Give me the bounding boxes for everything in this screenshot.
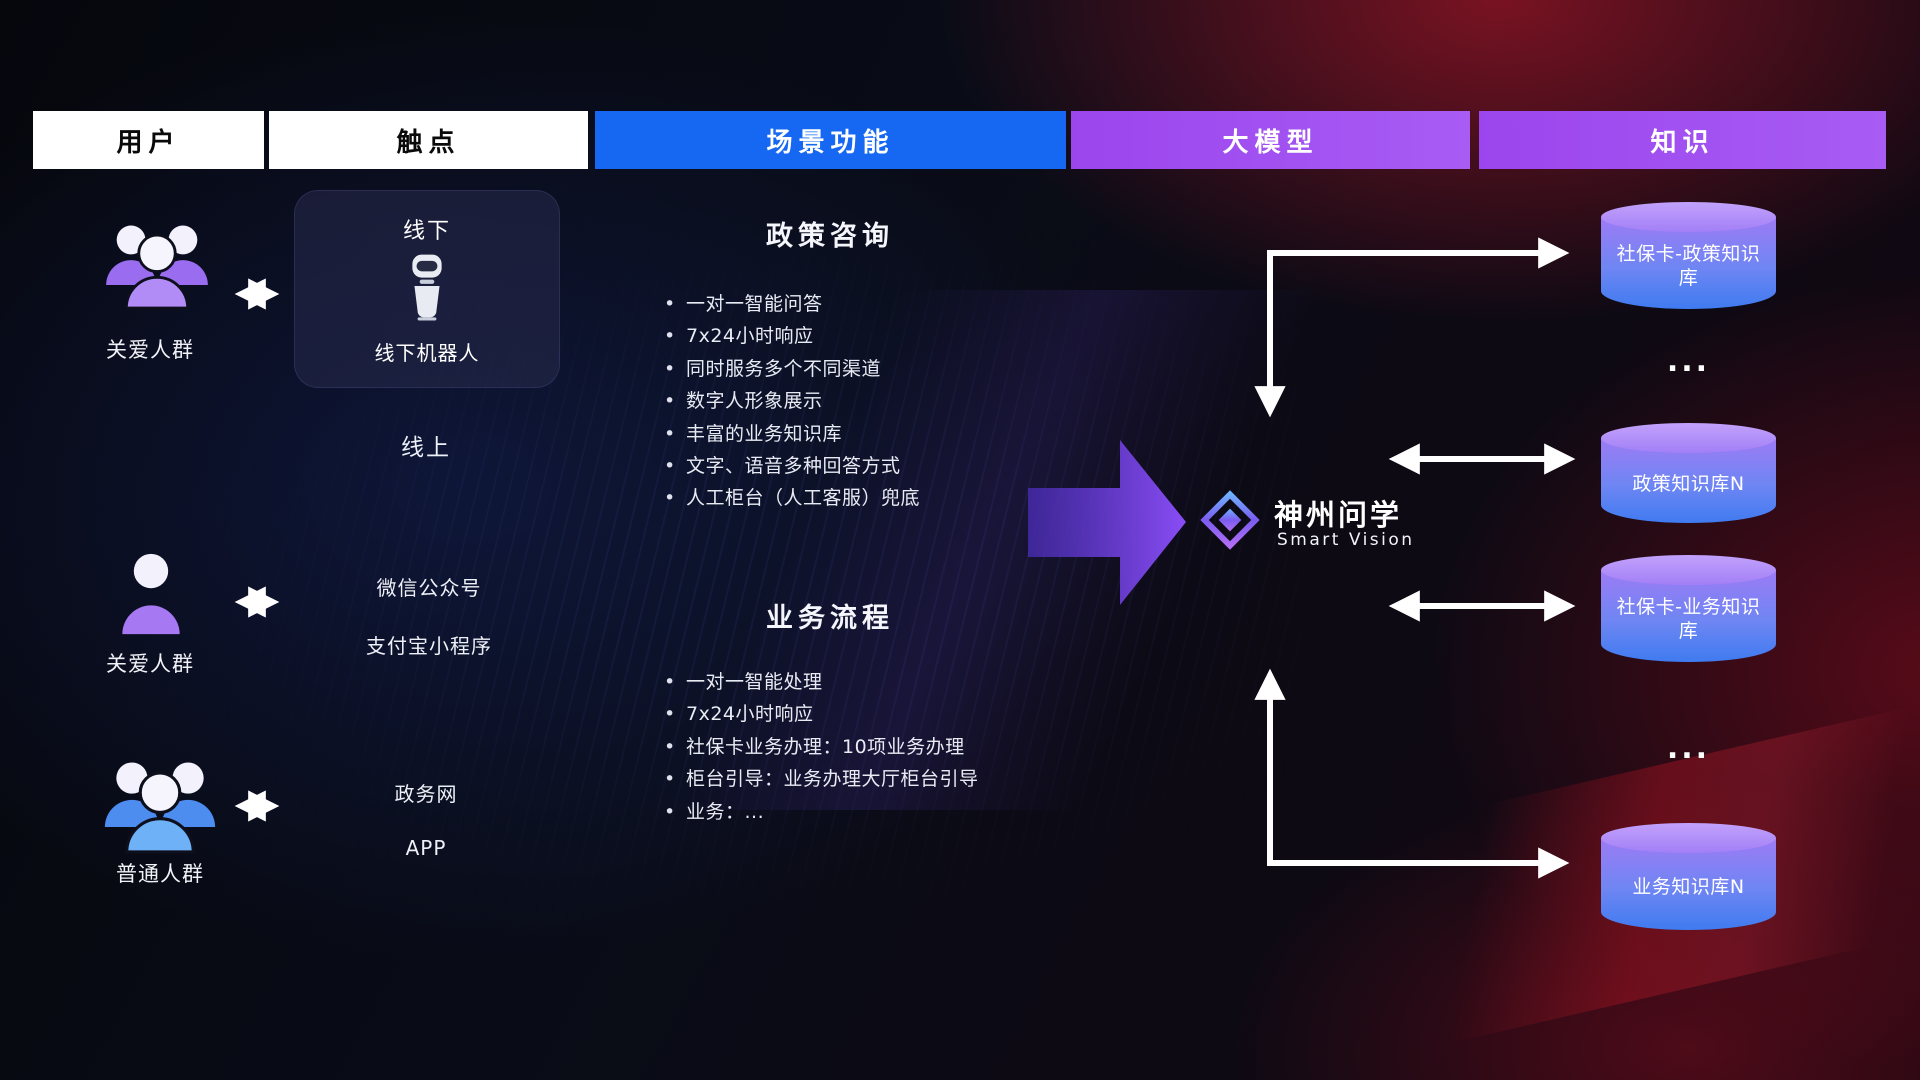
bullet-text: 7x24小时响应 — [686, 325, 814, 348]
database-cylinder-icon: 社保卡-业务知识库 — [1601, 555, 1776, 662]
header-knowledge: 知识 — [1479, 111, 1886, 169]
bullet-marker: • — [664, 293, 676, 315]
big-arrow-right-icon — [1028, 430, 1188, 615]
bullet-marker: • — [664, 422, 676, 445]
bullet-marker: • — [664, 735, 676, 758]
bullet-text: 一对一智能处理 — [686, 671, 823, 693]
database-cylinder-icon: 业务知识库N — [1601, 823, 1776, 930]
ellipsis-dots: ... — [1666, 731, 1711, 766]
list-item: • 文字、语音多种回答方式 — [664, 450, 920, 482]
list-item: • 数字人形象展示 — [664, 385, 920, 417]
bullet-marker: • — [664, 703, 676, 726]
header-users-label: 用户 — [116, 127, 181, 158]
cylinder-cap — [1601, 202, 1776, 232]
channel-alipay: 支付宝小程序 — [366, 634, 492, 658]
user-group-2-label: 关爱人群 — [106, 652, 194, 676]
list-item: • 7x24小时响应 — [664, 320, 920, 352]
list-item: • 同时服务多个不同渠道 — [664, 353, 920, 385]
bullet-marker: • — [664, 455, 676, 478]
robot-icon — [404, 247, 450, 327]
person-icon — [119, 550, 183, 636]
offline-robot-label: 线下机器人 — [374, 341, 480, 365]
header-touchpoints: 触点 — [269, 111, 588, 169]
bullet-text: 7x24小时响应 — [686, 703, 814, 726]
list-item: • 人工柜台（人工客服）兜底 — [664, 482, 920, 514]
database-cylinder-icon: 社保卡-政策知识库 — [1601, 202, 1776, 309]
group-people-icon — [97, 750, 223, 854]
arrow-model-to-business-kb-n — [1254, 668, 1570, 879]
header-scenarios: 场景功能 — [595, 111, 1066, 169]
kb-business-card-label: 社保卡-业务知识库 — [1601, 570, 1776, 662]
bullet-text: 业务：... — [686, 800, 765, 823]
header-touchpoints-label: 触点 — [396, 127, 461, 158]
header-scenarios-label: 场景功能 — [766, 127, 895, 158]
bullet-marker: • — [664, 671, 676, 693]
list-item: • 柜台引导：业务办理大厅柜台引导 — [664, 763, 979, 795]
list-item: • 7x24小时响应 — [664, 698, 979, 730]
bullet-text: 社保卡业务办理：10项业务办理 — [686, 735, 965, 758]
online-title: 线上 — [401, 435, 451, 461]
bullet-text: 人工柜台（人工客服）兜底 — [686, 487, 921, 510]
header-users: 用户 — [33, 111, 264, 169]
header-model: 大模型 — [1071, 111, 1470, 169]
model-name: 神州问学 — [1274, 498, 1403, 532]
bullet-text: 丰富的业务知识库 — [686, 422, 843, 445]
offline-touchpoint-card: 线下 线下机器人 — [294, 190, 560, 388]
bullet-marker: • — [664, 768, 676, 791]
scenario-2-title: 业务流程 — [766, 603, 894, 634]
list-item: • 一对一智能处理 — [664, 666, 979, 698]
bullet-text: 文字、语音多种回答方式 — [686, 455, 901, 478]
database-cylinder-icon: 政策知识库N — [1601, 423, 1776, 523]
bullet-text: 同时服务多个不同渠道 — [686, 357, 882, 380]
kb-business-n-label: 业务知识库N — [1601, 838, 1776, 930]
offline-title: 线下 — [402, 219, 451, 244]
header-model-label: 大模型 — [1222, 127, 1319, 158]
cylinder-cap — [1601, 555, 1776, 585]
scenario-2-list: • 一对一智能处理 • 7x24小时响应 • 社保卡业务办理：10项业务办理 • 柜台引… — [664, 666, 979, 828]
bullet-text: 一对一智能问答 — [686, 293, 823, 315]
user-group-1-label: 关爱人群 — [106, 338, 194, 362]
channel-gov-web: 政务网 — [394, 782, 458, 806]
ellipsis-dots: ... — [1666, 344, 1711, 379]
bullet-marker: • — [664, 325, 676, 348]
scenario-1-title: 政策咨询 — [766, 221, 894, 252]
scenario-1-list: •一对一智能问答 •7x24小时响应 •同时服务多个不同渠道 •数字人形象展示 … — [664, 288, 920, 515]
group-people-icon — [98, 214, 216, 310]
list-item: • 社保卡业务办理：10项业务办理 — [664, 731, 979, 763]
user-group-3-label: 普通人群 — [116, 862, 204, 886]
header-knowledge-label: 知识 — [1650, 127, 1715, 158]
arrow-model-to-policy-kb — [1254, 237, 1570, 418]
channel-app: APP — [405, 836, 447, 860]
channel-wechat: 微信公众号 — [376, 576, 482, 600]
model-subtitle: Smart Vision — [1277, 530, 1415, 550]
bullet-text: 柜台引导：业务办理大厅柜台引导 — [686, 768, 979, 791]
kb-policy-card-label: 社保卡-政策知识库 — [1601, 217, 1776, 309]
bullet-marker: • — [664, 487, 676, 510]
bullet-marker: • — [664, 800, 676, 823]
list-item: • 一对一智能问答 — [664, 288, 920, 320]
list-item: • 丰富的业务知识库 — [664, 418, 920, 450]
bullet-text: 数字人形象展示 — [686, 390, 823, 413]
cylinder-cap — [1601, 823, 1776, 853]
bullet-marker: • — [664, 390, 676, 413]
cylinder-cap — [1601, 423, 1776, 453]
bullet-marker: • — [664, 357, 676, 380]
list-item: • 业务：... — [664, 796, 979, 828]
smart-vision-logo-icon — [1198, 488, 1262, 552]
